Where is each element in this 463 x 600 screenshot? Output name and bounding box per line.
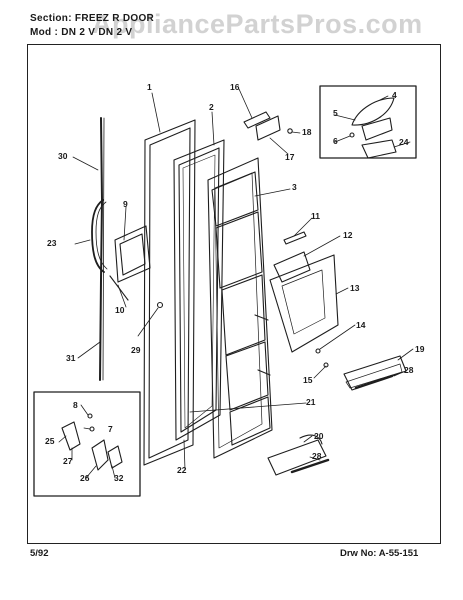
callout-6: 6 <box>333 136 338 146</box>
dispenser-housing <box>269 254 339 353</box>
callout-13: 13 <box>350 283 360 293</box>
callout-1: 1 <box>147 82 152 92</box>
diagram-frame <box>27 44 441 544</box>
callout-2: 2 <box>209 102 214 112</box>
callout-12: 12 <box>343 230 353 240</box>
callout-10: 10 <box>115 305 125 315</box>
callout-15: 15 <box>303 375 313 385</box>
inset-hinge-parts <box>33 391 141 497</box>
footer-drawing-number: Drw No: A-55-151 <box>340 548 419 559</box>
callout-28-lower: 28 <box>312 451 322 461</box>
callout-19: 19 <box>415 344 425 354</box>
watermark: AppliancePartsPros.com <box>92 9 423 39</box>
door-trim-strip <box>99 117 105 381</box>
callout-30: 30 <box>58 151 68 161</box>
door-handle <box>91 199 108 273</box>
callout-16: 16 <box>230 82 240 92</box>
callout-14: 14 <box>356 320 366 330</box>
callout-31: 31 <box>66 353 76 363</box>
callout-22: 22 <box>177 465 187 475</box>
callout-21: 21 <box>306 397 316 407</box>
footer-date: 5/92 <box>30 548 49 559</box>
outer-door-panel <box>143 119 196 466</box>
door-shelf-bin <box>343 355 407 391</box>
callout-24: 24 <box>399 137 409 147</box>
mounting-screws <box>315 348 329 368</box>
callout-23: 23 <box>47 238 57 248</box>
callout-18: 18 <box>302 127 312 137</box>
inset-cap-assembly <box>319 85 417 159</box>
hinge-bracket-assembly <box>243 111 293 141</box>
callout-27: 27 <box>63 456 73 466</box>
callout-20: 20 <box>314 431 324 441</box>
callout-9: 9 <box>123 199 128 209</box>
callout-11: 11 <box>311 211 320 221</box>
callout-25: 25 <box>45 436 55 446</box>
callout-7: 7 <box>108 424 113 434</box>
callout-32: 32 <box>114 473 124 483</box>
callout-26: 26 <box>80 473 90 483</box>
callout-8: 8 <box>73 400 78 410</box>
callout-17: 17 <box>285 152 295 162</box>
inner-door-liner <box>207 157 273 459</box>
callout-5: 5 <box>333 108 338 118</box>
callout-29: 29 <box>131 345 141 355</box>
section-title: Section: FREEZ R DOOR <box>30 13 155 24</box>
callout-3: 3 <box>292 182 297 192</box>
callout-28-upper: 28 <box>404 365 414 375</box>
dispenser-cover <box>273 231 311 283</box>
callout-4: 4 <box>392 90 397 100</box>
leader-lines <box>58 88 414 479</box>
model-line: Mod : DN 2 V DN 2 V <box>30 27 133 38</box>
lower-door-shelf <box>267 434 330 476</box>
